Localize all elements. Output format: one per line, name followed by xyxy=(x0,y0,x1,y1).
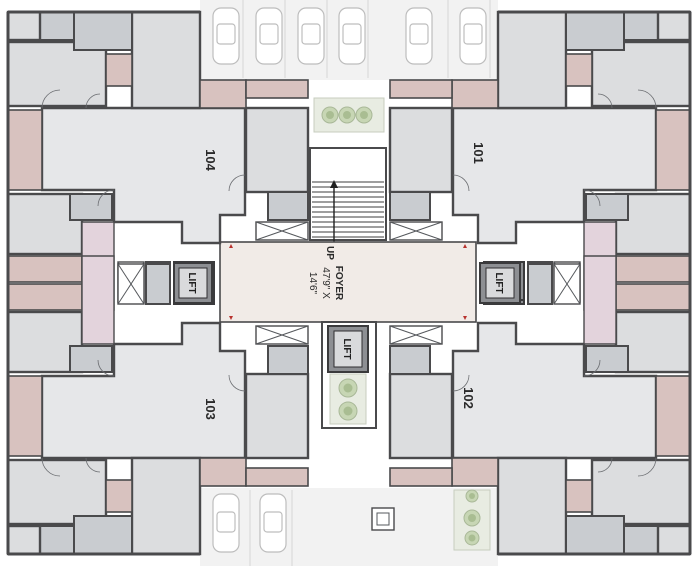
lift-icon xyxy=(173,262,213,304)
car-icon xyxy=(212,7,240,65)
tree-icon xyxy=(465,489,479,503)
tree-icon xyxy=(355,106,373,124)
foyer-title: FOYER xyxy=(333,266,344,301)
unit-label: 103 xyxy=(203,398,218,420)
unit-label: 104 xyxy=(203,149,218,171)
car-icon xyxy=(297,7,325,65)
car-icon xyxy=(405,7,433,65)
stair-up-label: UP xyxy=(324,246,335,260)
stair-arrow-icon xyxy=(330,180,338,244)
unit-label: 101 xyxy=(471,142,486,164)
duct-bottom xyxy=(371,507,395,531)
tree-icon xyxy=(321,106,339,124)
car-icon xyxy=(259,493,287,553)
central-core xyxy=(219,147,477,429)
car-icon xyxy=(338,7,366,65)
marker-icon xyxy=(229,316,233,320)
lift-label: LIFT xyxy=(186,272,197,293)
tree-icon xyxy=(464,530,480,546)
lift-icon xyxy=(479,262,521,304)
parking-stalls-top xyxy=(242,0,491,78)
foyer-dimension-line2: 14'6" xyxy=(307,272,318,295)
tree-icon xyxy=(338,106,356,124)
tree-icon xyxy=(338,401,358,421)
tree-icon xyxy=(463,509,481,527)
foyer-dimension-line1: 47'9" X xyxy=(320,267,331,299)
lift-label: LIFT xyxy=(341,338,352,359)
foyer xyxy=(219,241,477,323)
marker-icon xyxy=(463,244,467,248)
lift-label: LIFT xyxy=(493,272,504,293)
marker-icon xyxy=(463,316,467,320)
parking-bottom xyxy=(200,488,498,566)
marker-icon xyxy=(229,244,233,248)
staircase xyxy=(309,147,387,244)
parking-top xyxy=(200,0,498,133)
tree-icon xyxy=(338,378,358,398)
unit-label: 102 xyxy=(461,387,476,409)
car-icon xyxy=(212,493,240,553)
car-icon xyxy=(459,7,487,65)
lift-icon xyxy=(327,325,369,373)
car-icon xyxy=(255,7,283,65)
